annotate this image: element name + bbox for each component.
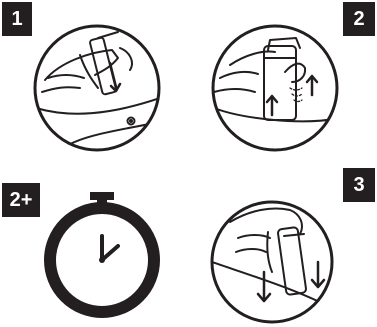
- stopwatch-icon: [50, 192, 154, 312]
- step-2-illustration: [213, 26, 340, 150]
- step-1-illustration: [35, 26, 160, 150]
- step-3-illustration: [212, 202, 335, 322]
